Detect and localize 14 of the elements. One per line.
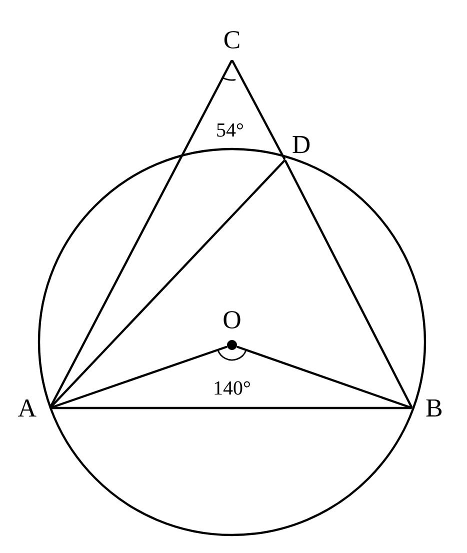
line-segment bbox=[231, 60, 286, 160]
point-label: B bbox=[426, 399, 442, 417]
point-label: A bbox=[18, 399, 36, 417]
line-segment bbox=[236, 346, 412, 409]
point-label: C bbox=[224, 31, 240, 48]
line-segment bbox=[50, 406, 412, 410]
line-segment bbox=[50, 160, 286, 408]
point-label: D bbox=[292, 136, 310, 154]
angle-label: 140° bbox=[214, 381, 250, 395]
point-label: O bbox=[224, 311, 240, 350]
line-segment bbox=[50, 346, 228, 409]
line-segment bbox=[49, 60, 233, 408]
line-segment bbox=[284, 160, 413, 408]
angle-label: 54° bbox=[217, 123, 243, 137]
